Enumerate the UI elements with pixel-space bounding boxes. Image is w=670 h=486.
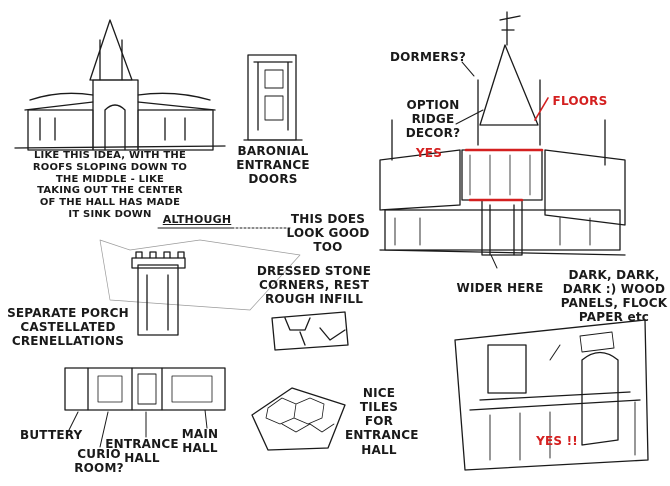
interior-drawing	[454, 319, 649, 471]
this-does-note: THIS DOES LOOK GOOD TOO	[286, 212, 370, 255]
tiles-drawing	[251, 387, 346, 451]
yes-exclaim-note: YES !!	[536, 434, 578, 448]
hall-sketch-drawing	[14, 19, 226, 151]
dressed-stone-note: DRESSED STONE CORNERS, REST ROUGH INFILL	[256, 264, 372, 307]
stone-swatch-drawing	[271, 311, 349, 351]
dormers-note: DORMERS?	[390, 50, 466, 64]
dark-wood-note: DARK, DARK, DARK :) WOOD PANELS, FLOCK P…	[560, 268, 668, 325]
baronial-doors-drawing	[243, 54, 303, 141]
nice-tiles-note: NICE TILES FOR ENTRANCE HALL	[345, 386, 419, 457]
separate-porch-note: SEPARATE PORCH CASTELLATED CRENELLATIONS	[7, 306, 129, 349]
porch-drawing	[131, 251, 186, 336]
yes-note: YES	[415, 146, 443, 160]
floor-plan-drawing	[64, 367, 226, 448]
entrance-hall-note: ENTRANCE HALL	[105, 437, 179, 466]
floors-note: FLOORS	[552, 94, 608, 108]
curio-room-note: CURIO ROOM?	[74, 447, 124, 476]
main-hall-note: MAIN HALL	[181, 427, 219, 456]
buttery-note: BUTTERY	[20, 428, 83, 442]
option-ridge-note: OPTION RIDGE DECOR?	[405, 98, 461, 141]
wider-here-note: WIDER HERE	[456, 281, 544, 295]
although-note: ALTHOUGH	[162, 213, 232, 226]
baronial-doors-note: BARONIAL ENTRANCE DOORS	[236, 144, 310, 187]
roof-idea-note: LIKE THIS IDEA, WITH THE ROOFS SLOPING D…	[32, 150, 188, 220]
